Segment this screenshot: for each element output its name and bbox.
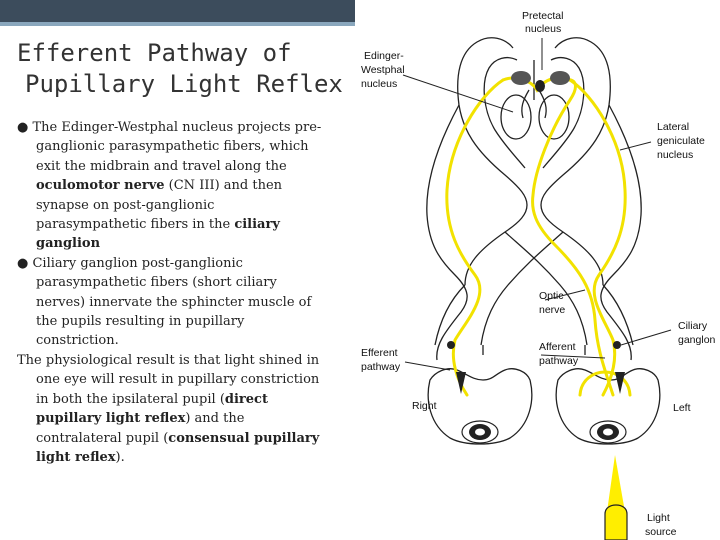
pupillary-reflex-diagram: Pretectal nucleus Edinger- Westphal nucl…: [361, 10, 716, 540]
slide-body: ● The Edinger-Westphal nucleus projects …: [17, 118, 322, 467]
text: The Edinger-Westphal nucleus projects pr…: [28, 120, 322, 174]
text: Ciliary ganglion post-ganglionic parasym…: [28, 255, 312, 349]
label-optic-line-1: Optic: [539, 290, 564, 302]
title-bar-dark: [0, 0, 355, 22]
label-light-line-1: Light: [647, 512, 670, 524]
text: (CN III) and then synapse on post-gangli…: [36, 178, 283, 233]
bullet-icon: ●: [17, 255, 29, 271]
nucleus-left-icon: [500, 94, 532, 140]
label-lgn-line-3: nucleus: [657, 149, 693, 161]
label-lgn-line-1: Lateral: [657, 121, 689, 133]
efferent-pathway-left-line: [445, 78, 505, 397]
nucleus-right-icon: [538, 94, 570, 140]
pointer-afferent: [540, 354, 606, 359]
outer-loop-left: [426, 104, 468, 361]
pointer-optic: [544, 289, 586, 301]
pointer-ciliary: [620, 329, 672, 346]
label-efferent-line-2: pathway: [361, 361, 401, 373]
slide-title-line-1: Efferent Pathway of: [17, 39, 292, 67]
label-pretectal-line-2: nucleus: [525, 23, 561, 35]
retina-right-marker-icon: [456, 372, 466, 394]
eye-right-outline: [427, 368, 533, 445]
text: ).: [115, 449, 125, 465]
pointer-efferent: [404, 361, 451, 371]
ew-nucleus-icon: [535, 80, 545, 92]
slide-title: Efferent Pathway of Pupillary Light Refl…: [17, 38, 347, 100]
label-light-line-2: source: [645, 526, 677, 538]
optic-chiasm-lines: [480, 231, 588, 355]
bullet-ciliary-ganglion: ● Ciliary ganglion post-ganglionic paras…: [17, 254, 322, 351]
eye-right-pupil-icon: [461, 420, 499, 444]
term-consensual-reflex: consensual pupillary light reflex: [36, 430, 320, 465]
label-right-eye: Right: [412, 400, 437, 412]
label-ew-line-2: Westphal: [361, 64, 405, 76]
midbrain-outline: [457, 37, 611, 286]
eye-left-outline: [555, 368, 661, 445]
label-optic-line-2: nerve: [539, 304, 565, 316]
afferent-pathway-line: [531, 78, 615, 397]
light-beam: [607, 455, 625, 512]
term-ciliary-ganglion: ciliary ganglion: [36, 217, 280, 252]
term-oculomotor-nerve: oculomotor nerve: [36, 178, 165, 194]
term-direct-reflex: direct pupillary light reflex: [36, 391, 268, 427]
retina-left-marker-icon: [615, 372, 625, 394]
text: The physiological result is that light s…: [17, 352, 320, 407]
ciliary-ganglion-right-icon: [613, 341, 621, 349]
eye-left-pupil-icon: [589, 420, 627, 444]
afferent-eye-line: [578, 370, 632, 397]
label-pretectal-line-1: Pretectal: [522, 10, 563, 22]
optic-tract-outline: [434, 284, 634, 346]
outer-loop-right: [600, 104, 642, 361]
light-source-icon: [604, 504, 628, 540]
label-ciliary-line-1: Ciliary: [678, 320, 708, 332]
ciliary-ganglion-left-icon: [447, 341, 455, 349]
label-ciliary-line-2: ganglon: [678, 334, 716, 346]
slide-title-line-2: Pupillary Light Reflex: [25, 70, 343, 98]
efferent-pathway-right-line: [568, 78, 627, 397]
label-afferent-line-2: pathway: [539, 355, 579, 367]
paragraph-physiological-result: The physiological result is that light s…: [17, 351, 322, 467]
bullet-edinger-westphal: ● The Edinger-Westphal nucleus projects …: [17, 118, 322, 254]
text: ) and the contralateral pupil (: [36, 411, 245, 446]
label-ew-line-1: Edinger-: [364, 50, 404, 62]
midline-line: [521, 60, 547, 119]
pretectal-nucleus-right-icon: [550, 71, 570, 85]
label-efferent-line-1: Efferent: [361, 347, 398, 359]
label-ew-line-3: nucleus: [361, 78, 397, 90]
bullet-icon: ●: [17, 120, 29, 135]
pointer-ew: [402, 74, 514, 113]
title-bar-accent: [0, 22, 355, 26]
label-left-eye: Left: [673, 402, 691, 414]
pretectal-nucleus-left-icon: [511, 71, 531, 85]
label-afferent-line-1: Afferent: [539, 341, 576, 353]
label-lgn-line-2: geniculate: [657, 135, 705, 147]
pointer-lgn: [619, 141, 652, 151]
